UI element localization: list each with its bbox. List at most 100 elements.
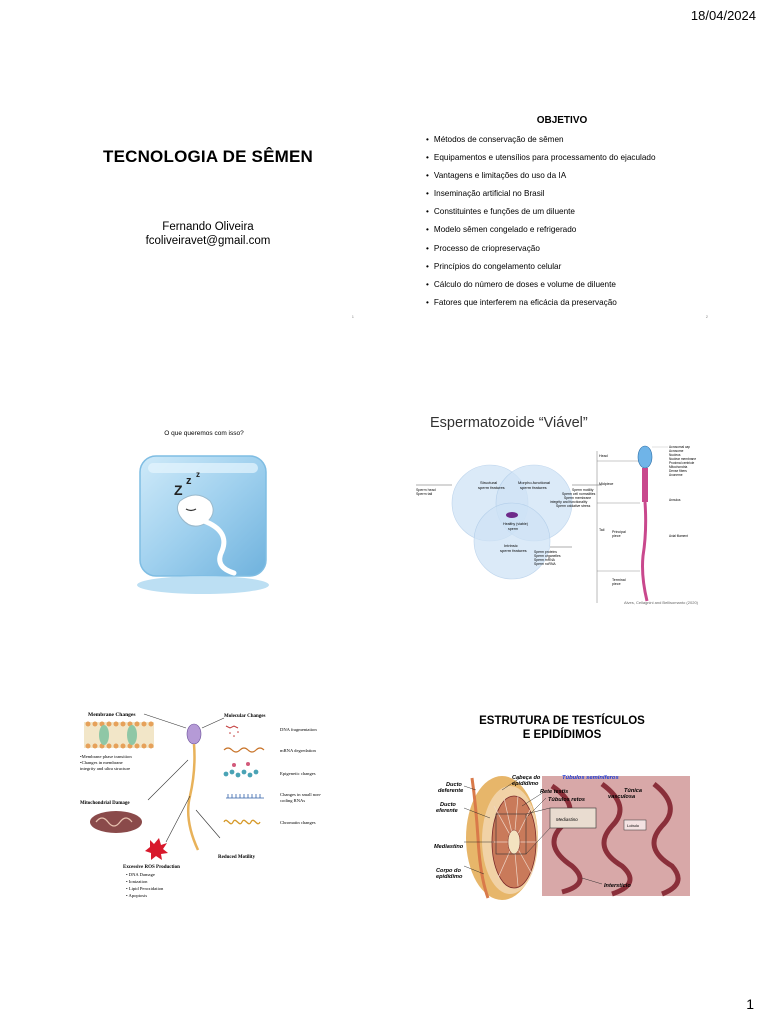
svg-text:Túnica: Túnica [624, 788, 642, 794]
venn-intrinsic [473, 502, 551, 580]
svg-text:Axoneme: Axoneme [669, 473, 683, 477]
svg-text:Head: Head [599, 454, 608, 458]
membrane-changes-label: Membrane Changes [88, 712, 136, 718]
slide-question: O que queremos com isso? [164, 430, 244, 437]
svg-text:z: z [186, 475, 192, 487]
svg-text:vasculosa: vasculosa [608, 794, 635, 800]
slide-heading: Espermatozoide “Viável” [430, 415, 588, 431]
svg-text:Sperm head: Sperm head [416, 488, 436, 492]
svg-text:Acrosomal cap: Acrosomal cap [669, 445, 690, 449]
svg-text:deferente: deferente [438, 788, 463, 794]
svg-text:Midpiece: Midpiece [599, 482, 613, 486]
ros-label: Excessive ROS Production [123, 865, 180, 870]
svg-text:sperm: sperm [508, 527, 518, 531]
slide-number: 2 [705, 314, 708, 319]
objective-item: Equipamentos e utensílios para processam… [426, 149, 656, 167]
svg-text:Sperm proteins: Sperm proteins [534, 550, 557, 554]
svg-text:Lobulo: Lobulo [627, 823, 640, 828]
svg-text:•Membrane phase transition: •Membrane phase transition [80, 754, 132, 759]
viability-diagram: Structural sperm features Morpho-functio… [416, 445, 696, 603]
chromatin-icon [223, 819, 261, 825]
slide-heading: ESTRUTURA DE TESTÍCULOS E EPIDÍDIMOS [412, 714, 712, 742]
objective-item: Cálculo do número de doses e volume de d… [426, 276, 656, 294]
svg-text:Chromatin changes: Chromatin changes [280, 820, 316, 825]
objectives-title: OBJETIVO [536, 115, 588, 126]
heading-line-1: ESTRUTURA DE TESTÍCULOS [479, 715, 645, 727]
svg-text:coding RNAs: coding RNAs [280, 798, 305, 803]
svg-text:Interstício: Interstício [604, 883, 631, 889]
mitochondrion-shape [90, 811, 142, 833]
svg-text:Annulus: Annulus [669, 498, 681, 502]
svg-text:Nucleus: Nucleus [669, 453, 681, 457]
objective-item: Princípios do congelamento celular [426, 258, 656, 276]
svg-text:Mediastino: Mediastino [556, 817, 578, 822]
slide-objectives: OBJETIVO Métodos de conservação de sêmen… [412, 98, 712, 323]
svg-text:integrity and functionality: integrity and functionality [550, 500, 588, 504]
molecular-changes-label: Molecular Changes [224, 714, 265, 719]
svg-text:Proximal centriole: Proximal centriole [669, 461, 695, 465]
svg-text:Tail: Tail [599, 528, 605, 532]
svg-text:• Ionization: • Ionization [126, 879, 148, 884]
objective-item: Processo de criopreservação [426, 240, 656, 258]
svg-text:Sperm organelles: Sperm organelles [534, 554, 561, 558]
objective-item: Vantagens e limitações do uso da IA [426, 167, 656, 185]
slide-testis-structure: ESTRUTURA DE TESTÍCULOS E EPIDÍDIMOS Med… [412, 700, 712, 925]
svg-text:• Lipid Peroxidation: • Lipid Peroxidation [126, 886, 164, 891]
svg-text:Ducto: Ducto [440, 802, 456, 808]
objective-item: Constituintes e funções de um diluente [426, 203, 656, 221]
slide-title: TECNOLOGIA DE SÊMEN Fernando Oliveira fc… [58, 98, 358, 323]
svg-text:epidídimo: epidídimo [512, 781, 539, 787]
svg-text:Epigenetic changes: Epigenetic changes [280, 771, 316, 776]
mito-damage-label: Mitochondrial Damage [80, 801, 130, 806]
document-date: 18/04/2024 [690, 8, 756, 23]
svg-text:piece: piece [612, 534, 621, 538]
testis-diagram: Mediastino Lobulo [463, 776, 690, 900]
objective-item: Inseminação artificial no Brasil [426, 185, 656, 203]
membrane-bilayer [84, 721, 154, 749]
svg-text:Sperm tail: Sperm tail [416, 492, 432, 496]
mrna-icon [223, 747, 265, 753]
page-number: 1 [746, 996, 754, 1012]
sperm-head-anatomy [637, 445, 653, 469]
dna-fragment-icon [225, 725, 239, 737]
svg-text:Sperm cell normalities: Sperm cell normalities [562, 492, 596, 496]
objective-item: Fatores que interferem na eficácia da pr… [426, 294, 656, 312]
svg-text:eferente: eferente [436, 808, 458, 814]
svg-text:Sperm motility: Sperm motility [572, 488, 594, 492]
svg-text:Sperm mRNA: Sperm mRNA [534, 558, 556, 562]
svg-text:sperm features: sperm features [500, 548, 527, 553]
presentation-title: TECNOLOGIA DE SÊMEN [102, 147, 314, 166]
author-block: Fernando Oliveira fcoliveiravet@gmail.co… [58, 220, 358, 248]
svg-text:Dense fibers: Dense fibers [669, 469, 687, 473]
sperm-midpiece [642, 468, 648, 502]
objectives-list: Métodos de conservação de sêmen Equipame… [426, 131, 656, 312]
svg-text:Mediastino: Mediastino [434, 844, 464, 850]
svg-text:Intrinsic: Intrinsic [504, 543, 518, 548]
svg-text:Healthy (viable): Healthy (viable) [503, 522, 528, 526]
slide-cryo-damage: Membrane Changes •Membrane phase transit… [58, 700, 358, 925]
svg-text:piece: piece [612, 582, 621, 586]
svg-text:Structural: Structural [480, 480, 497, 485]
author-name: Fernando Oliveira [162, 221, 254, 233]
svg-text:Túbulos seminíferos: Túbulos seminíferos [562, 775, 619, 781]
svg-text:Principal: Principal [612, 530, 626, 534]
svg-text:sperm features: sperm features [520, 485, 547, 490]
svg-text:Sperm membrane: Sperm membrane [564, 496, 591, 500]
svg-text:Túbulos retos: Túbulos retos [548, 797, 585, 803]
svg-text:Axial filament: Axial filament [669, 534, 688, 538]
ros-burst-shape [145, 838, 168, 860]
heading-line-2: E EPIDÍDIMOS [522, 729, 602, 741]
objective-item: Métodos de conservação de sêmen [426, 131, 656, 149]
central-sperm [186, 723, 202, 851]
svg-text:Z: Z [174, 482, 183, 498]
slide-number: 1 [351, 314, 354, 319]
slide-frozen-sperm: O que queremos com isso? Z z z [58, 413, 358, 638]
svg-text:mRNA degredation: mRNA degredation [280, 748, 317, 753]
svg-text:Corpo do: Corpo do [436, 868, 461, 874]
svg-text:Morpho-functional: Morpho-functional [518, 480, 550, 485]
epigenetic-icon [223, 769, 259, 778]
svg-text:integrity and ultra structure: integrity and ultra structure [80, 766, 130, 771]
svg-text:Rete testis: Rete testis [540, 789, 568, 795]
svg-text:DNA fragmentation: DNA fragmentation [280, 727, 317, 732]
author-email[interactable]: fcoliveiravet@gmail.com [145, 235, 271, 247]
